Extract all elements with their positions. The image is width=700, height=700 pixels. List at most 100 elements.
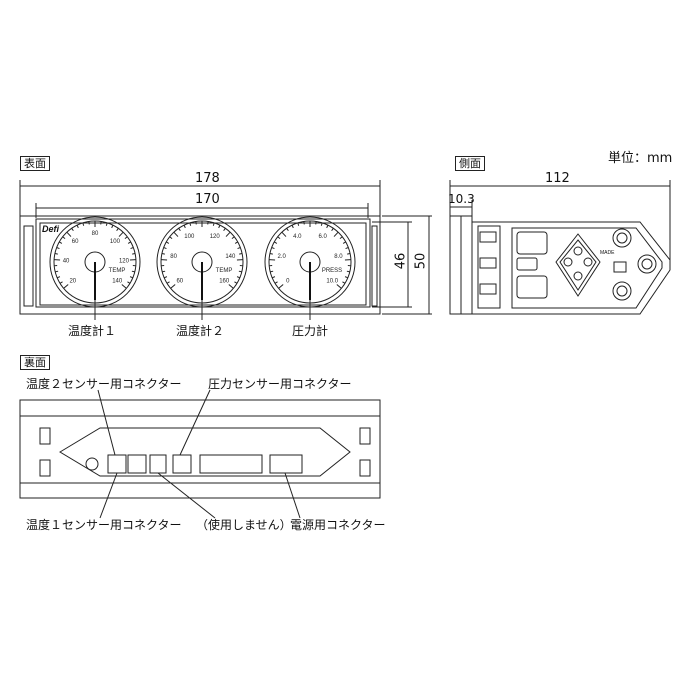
gauge-tick: [121, 284, 127, 289]
gauge-tick: [218, 224, 221, 229]
gauge-unit-label: TEMP: [216, 268, 233, 274]
unused-connector-label: （使用しません）: [196, 518, 292, 532]
gauge-tick: [212, 222, 215, 226]
gauge-tick: [173, 231, 179, 237]
gauge-tick: [236, 276, 241, 279]
dim-170-label: 170: [195, 192, 220, 207]
gauge-tick: [271, 247, 275, 250]
gauge-tick: [278, 284, 284, 289]
gauge-tick: [239, 252, 243, 255]
gauge-tick: [161, 252, 165, 255]
unit-label: 単位：mm: [608, 151, 673, 166]
temp2-connector-label: 温度２センサー用コネクター: [26, 377, 182, 391]
gauge-tick: [127, 281, 131, 284]
gauge-tick: [333, 231, 339, 237]
gauge-tick-label: 60: [72, 239, 79, 245]
gauge-tick: [331, 227, 334, 232]
gauge-tick: [225, 231, 231, 237]
gauge-tick: [62, 236, 66, 239]
gauge-tick: [297, 222, 300, 226]
gauge-tick: [82, 222, 85, 226]
gauge-tick-label: 60: [176, 279, 183, 285]
gauge-tick: [54, 252, 58, 255]
gauge-tick: [166, 241, 170, 244]
gauge-tick: [234, 241, 238, 244]
defi-logo: Defi: [42, 224, 60, 234]
gauge-tick: [111, 224, 114, 229]
gauge-tick: [178, 227, 181, 232]
gauge-tick-label: 100: [184, 234, 195, 240]
gauge-tick-label: 2.0: [277, 254, 286, 260]
gauge-tick: [342, 241, 346, 244]
gauge-tick: [286, 227, 289, 232]
gauge-tick: [189, 222, 192, 226]
gauge-tick-label: 80: [170, 254, 177, 260]
gauge-tick: [344, 276, 349, 279]
gauge1-label: 温度計１: [68, 324, 117, 338]
side-body: [471, 221, 671, 315]
gauge-tick-label: 20: [69, 279, 76, 285]
gauge-tick: [346, 270, 350, 273]
gauge-tick: [105, 222, 108, 226]
gauge3-label: 圧力計: [292, 324, 329, 338]
gauge-tick: [183, 224, 186, 229]
dim-178-label: 178: [195, 171, 220, 186]
gauge-tick: [326, 224, 329, 229]
gauge-tick: [274, 281, 278, 284]
gauge-tick: [59, 281, 63, 284]
gauge-tick: [274, 241, 278, 244]
gauge-tick-label: 80: [92, 231, 99, 237]
gauge-tick: [166, 281, 170, 284]
gauge-tick: [124, 236, 128, 239]
gauge-tick: [56, 247, 60, 250]
gauge-tick: [163, 247, 167, 250]
made-badge: MADE: [600, 250, 615, 256]
gauge-tick: [63, 284, 69, 289]
unused-connector-shape: [149, 454, 167, 474]
gauge-tick: [131, 270, 135, 273]
gauge-tick: [277, 236, 281, 239]
gauge-tick: [271, 276, 276, 279]
gauge-tick-label: 10.0: [326, 279, 338, 285]
temp1-connector-shape: [107, 454, 127, 474]
dim-46-label: 46: [393, 252, 409, 270]
gauge-tick: [291, 224, 294, 229]
gauge-tick-label: 140: [112, 279, 123, 285]
gauge-tick: [342, 281, 346, 284]
power-connector-shape: [269, 454, 303, 474]
gauge-tick: [71, 227, 74, 232]
gauge-tick-label: 100: [110, 239, 121, 245]
dim-50-label: 50: [413, 252, 429, 270]
front-view-label: 表面: [20, 156, 50, 171]
gauge2-label: 温度計２: [176, 324, 225, 338]
gauge-tick: [76, 224, 79, 229]
gauge-tick: [55, 270, 59, 273]
gauge-tick: [223, 227, 226, 232]
side-view-label: 側面: [455, 156, 485, 171]
gauge-unit-label: TEMP: [109, 268, 126, 274]
back-view-label: 裏面: [20, 355, 50, 370]
dim-10-3-label: 10.3: [448, 192, 475, 206]
gauge-tick: [238, 270, 242, 273]
gauge-tick: [127, 241, 131, 244]
gauge-tick: [231, 236, 235, 239]
pressure-connector-shape: [172, 454, 192, 474]
gauge-unit-label: PRESS: [322, 268, 342, 274]
gauge-tick-label: 4.0: [293, 234, 302, 240]
gauge-tick: [270, 270, 274, 273]
gauge-tick-label: 160: [219, 279, 230, 285]
back-body: [19, 399, 381, 499]
gauge-tick: [169, 236, 173, 239]
gauge-tick: [269, 252, 273, 255]
gauge-tick: [228, 284, 234, 289]
gauge-tick: [170, 284, 176, 289]
gauge-tick: [163, 276, 168, 279]
gauge-tick-label: 40: [63, 258, 70, 264]
dim-112-label: 112: [545, 171, 570, 186]
gauge-tick-label: 120: [210, 234, 221, 240]
gauge-tick-label: 0: [286, 279, 290, 285]
gauge-tick: [132, 252, 136, 255]
gauge-tick: [237, 247, 241, 250]
faceplate-outer: [19, 215, 381, 315]
